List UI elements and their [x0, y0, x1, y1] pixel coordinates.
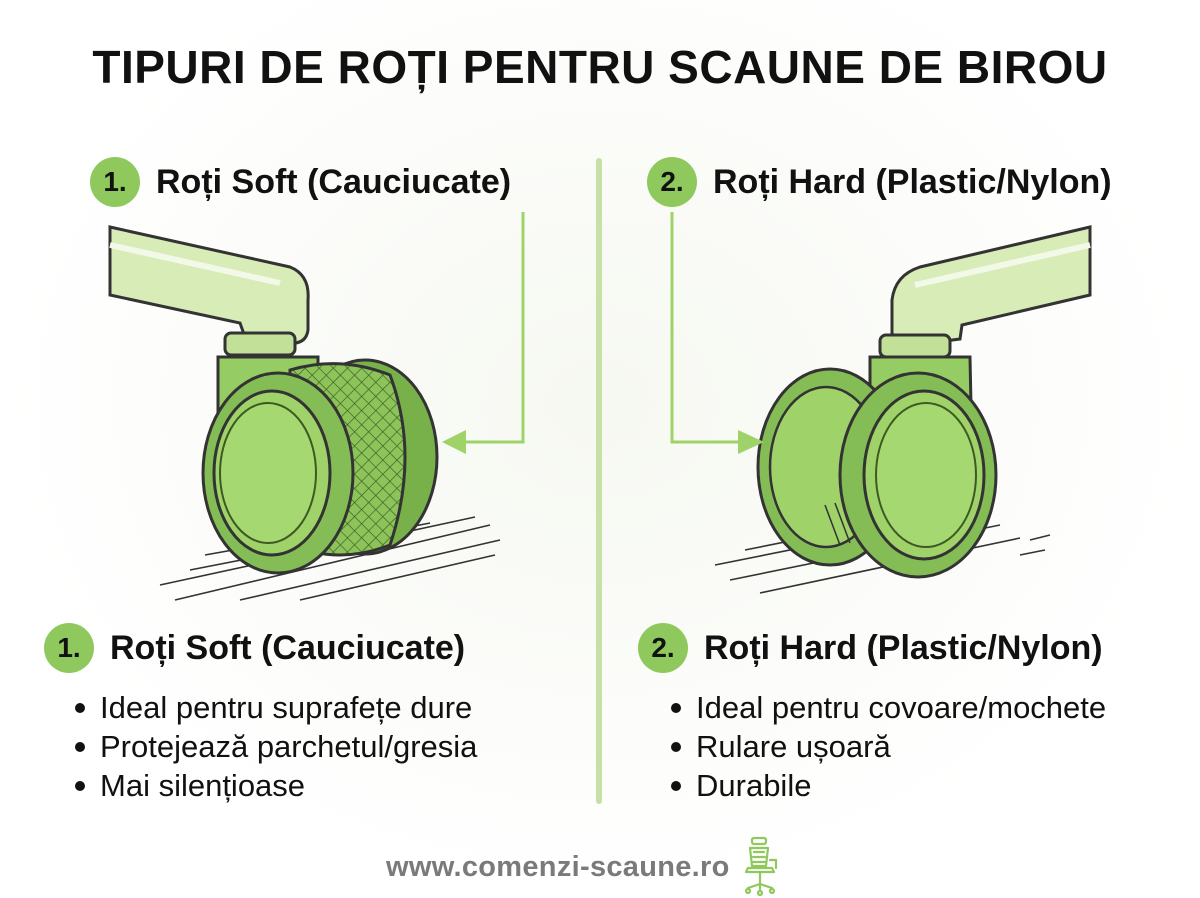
list-item: Ideal pentru covoare/mochete	[666, 688, 1106, 727]
list-item: Rulare ușoară	[666, 727, 1106, 766]
left-bottom-heading-text: Roți Soft (Cauciucate)	[110, 628, 466, 667]
right-bottom-number-badge: 2.	[638, 623, 688, 673]
left-pointer-arrow	[442, 212, 525, 454]
office-chair-icon	[744, 836, 777, 897]
left-bottom-number-badge: 1.	[44, 623, 94, 673]
footer: www.comenzi-scaune.ro	[386, 836, 782, 898]
page-title: TIPURI DE ROȚI PENTRU SCAUNE DE BIROU	[92, 41, 1108, 93]
right-bottom-heading: 2. Roți Hard (Plastic/Nylon)	[638, 623, 1103, 673]
list-item: Mai silențioase	[70, 766, 477, 805]
left-bullet-list: Ideal pentru suprafețe dure Protejează p…	[70, 688, 477, 805]
right-top-number-badge: 2.	[647, 157, 697, 207]
center-divider	[596, 158, 602, 804]
list-item: Durabile	[666, 766, 1106, 805]
left-top-number-badge: 1.	[90, 157, 140, 207]
right-top-heading: 2. Roți Hard (Plastic/Nylon)	[647, 157, 1112, 207]
list-item: Protejează parchetul/gresia	[70, 727, 477, 766]
right-bullet-list: Ideal pentru covoare/mochete Rulare ușoa…	[666, 688, 1106, 805]
soft-caster-wheel-illustration	[108, 225, 501, 601]
right-pointer-arrow	[670, 212, 764, 454]
right-top-heading-text: Roți Hard (Plastic/Nylon)	[713, 162, 1112, 201]
right-bottom-heading-text: Roți Hard (Plastic/Nylon)	[704, 628, 1103, 667]
list-item: Ideal pentru suprafețe dure	[70, 688, 477, 727]
left-top-heading: 1. Roți Soft (Cauciucate)	[90, 157, 511, 207]
left-bottom-heading: 1. Roți Soft (Cauciucate)	[44, 623, 465, 673]
left-top-heading-text: Roți Soft (Cauciucate)	[156, 162, 512, 201]
hard-caster-wheel-illustration	[714, 225, 1092, 594]
website-url[interactable]: www.comenzi-scaune.ro	[386, 850, 730, 883]
